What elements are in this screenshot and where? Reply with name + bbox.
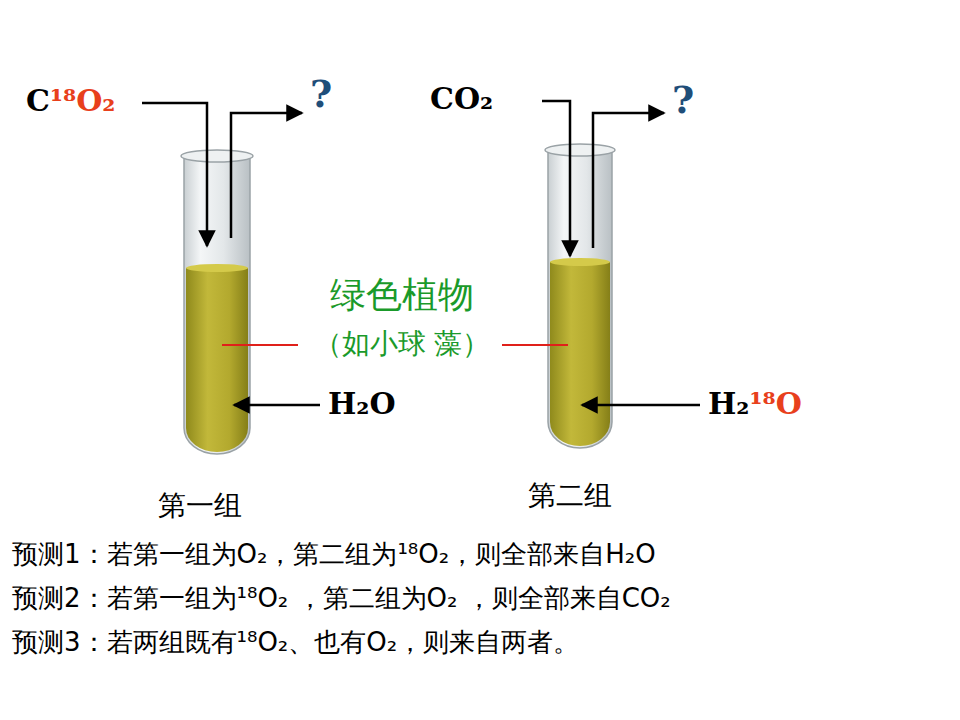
gas-inlet-arrow — [542, 101, 570, 256]
leader-line — [222, 344, 298, 346]
gas-formula: C¹⁸O₂ — [26, 84, 115, 119]
water-formula: H₂¹⁸O — [708, 387, 802, 422]
organism-label: （如小球 藻） — [314, 328, 491, 360]
prediction-text: 预测1：若第一组为O₂，第二组为¹⁸O₂，则全部来自H₂O — [12, 540, 656, 570]
water-arrow — [234, 404, 320, 407]
gas-outlet-arrow — [231, 113, 302, 238]
gas-inlet-arrow — [142, 103, 207, 246]
test-tube — [545, 144, 615, 448]
organism-label: 绿色植物 — [330, 274, 474, 315]
question-mark: ? — [672, 78, 694, 122]
gas-formula: CO₂ — [430, 82, 493, 117]
water-formula: H₂O — [328, 387, 396, 422]
group-label: 第二组 — [528, 480, 612, 512]
prediction-text: 预测2：若第一组为¹⁸O₂ ，第二组为O₂ ，则全部来自CO₂ — [12, 584, 671, 614]
test-tube — [181, 150, 253, 454]
gas-outlet-arrow — [593, 113, 664, 248]
water-arrow — [582, 404, 700, 407]
question-mark: ? — [310, 72, 332, 116]
prediction-text: 预测3：若两组既有¹⁸O₂、也有O₂，则来自两者。 — [12, 628, 579, 658]
leader-line — [502, 344, 568, 346]
group-label: 第一组 — [158, 490, 242, 522]
